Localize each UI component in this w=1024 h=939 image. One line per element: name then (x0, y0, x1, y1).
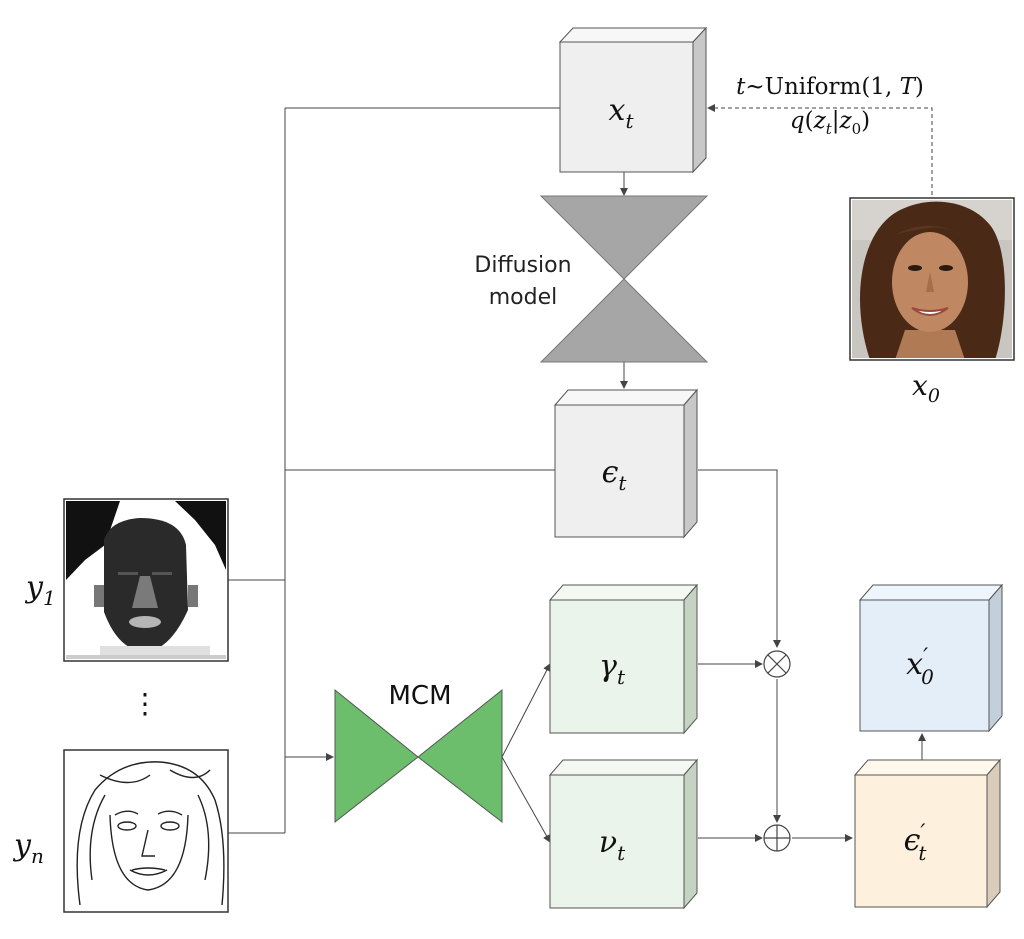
block-side (683, 583, 698, 735)
x0-photo: x0 (849, 197, 1015, 407)
eps-prime-mark: ′ (920, 821, 925, 846)
block-side (988, 583, 1003, 733)
multiply-operator (763, 650, 791, 678)
y1-label-symbol: y (24, 570, 44, 605)
yn-label-symbol: y (12, 828, 32, 863)
mcm-to-nu (501, 756, 551, 843)
formula-z2: z (838, 108, 852, 134)
block-x0-prime: x′0 (858, 583, 1004, 733)
svg-text:t~Uniform(1, T): t~Uniform(1, T) (736, 74, 924, 100)
mcm-left (334, 688, 419, 824)
mcm-right (417, 688, 503, 824)
eps-prime-subscript: t (918, 841, 927, 865)
block-top (853, 759, 1002, 776)
block-top (553, 389, 699, 406)
hourglass-top (539, 195, 709, 280)
block-side (683, 388, 698, 539)
block-eps-t: ϵt (553, 388, 699, 539)
formula-q: q (790, 108, 805, 134)
block-nu-t: νt (548, 758, 699, 910)
nu-t-symbol: ν (599, 825, 617, 860)
formula-q-close: ) (861, 108, 870, 134)
photo-content (852, 200, 1012, 358)
formula-z0-sub: 0 (852, 120, 862, 138)
mcm-module: MCM (334, 681, 503, 824)
eps-to-multiply (698, 469, 781, 648)
block-side (986, 758, 1001, 909)
connectors (228, 104, 933, 843)
gamma-t-subscript: t (617, 665, 626, 689)
x0-label-subscript: 0 (928, 385, 940, 407)
formula-t: t (736, 74, 746, 100)
formula-bar: | (832, 108, 840, 134)
svg-text:γt: γt (599, 649, 626, 689)
mcm-label: MCM (388, 681, 451, 711)
x0-prime-mark: ′ (923, 645, 928, 670)
block-side (683, 758, 698, 910)
block-side (692, 26, 707, 174)
svg-text:q(zt|z0): q(zt|z0) (790, 108, 870, 138)
yn-sketch-image: yn (12, 749, 229, 913)
svg-text:νt: νt (599, 825, 626, 865)
block-front (559, 41, 694, 173)
block-eps-prime: ϵ′t (853, 758, 1002, 909)
eps-t-symbol: ϵ (602, 455, 619, 490)
y1-label-subscript: 1 (43, 586, 56, 610)
x0-prime-symbol: x (906, 647, 923, 682)
x-t-subscript: t (625, 109, 634, 133)
svg-text:ϵt: ϵt (602, 455, 628, 495)
sketch-content (66, 752, 226, 910)
sampling-formula: t~Uniform(1, T) q(zt|z0) (736, 74, 924, 138)
hourglass-bottom (539, 278, 709, 363)
block-gamma-t: γt (548, 583, 699, 735)
block-top (548, 759, 699, 776)
x0-to-xt-dashed (707, 104, 933, 195)
mcm-to-gamma (501, 663, 551, 758)
svg-text:x′0: x′0 (906, 645, 934, 689)
block-front (549, 599, 685, 734)
block-front (859, 599, 990, 732)
formula-z1: z (813, 108, 827, 134)
block-x-t: xt (558, 26, 708, 174)
formula-uniform: ~Uniform(1, (745, 74, 899, 100)
svg-text:y1: y1 (24, 570, 56, 610)
nu-t-subscript: t (617, 841, 626, 865)
yn-label-subscript: n (31, 844, 44, 868)
diffusion-label-line2: model (489, 285, 558, 310)
formula-T: T (900, 74, 917, 100)
formula-zt-sub: t (826, 120, 833, 138)
block-top (548, 584, 699, 601)
x0-prime-subscript: 0 (921, 665, 934, 689)
block-top (558, 27, 708, 43)
block-front (554, 404, 685, 538)
diffusion-label-line1: Diffusion (474, 253, 571, 278)
eps-prime-symbol: ϵ (904, 823, 921, 858)
ellipsis-vertical: ⋮ (131, 687, 159, 720)
svg-text:xt: xt (609, 93, 635, 133)
block-front (854, 774, 988, 908)
svg-text:yn: yn (12, 828, 44, 868)
gamma-t-symbol: γ (599, 649, 617, 684)
mask-content (66, 501, 226, 659)
eps-t-subscript: t (618, 471, 627, 495)
x0-label-symbol: x (912, 369, 928, 402)
y1-mask-image: y1 (24, 498, 229, 662)
block-front (549, 774, 685, 909)
x-t-symbol: x (609, 93, 626, 128)
svg-text:ϵ′t: ϵ′t (904, 821, 928, 865)
formula-close: ) (915, 74, 924, 100)
diffusion-model-hourglass: Diffusion model (474, 195, 709, 363)
add-operator (763, 824, 791, 852)
formula-q-open: ( (805, 108, 814, 134)
block-top (858, 584, 1004, 601)
svg-text:x0: x0 (912, 369, 940, 407)
